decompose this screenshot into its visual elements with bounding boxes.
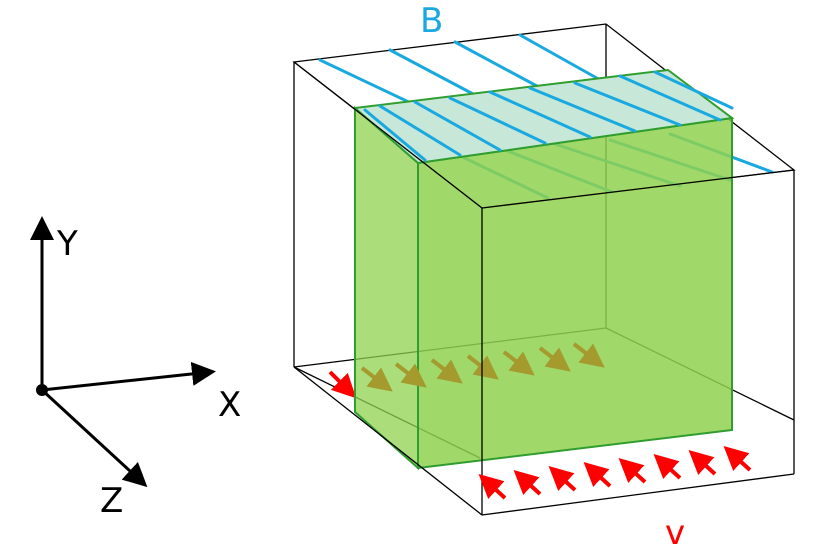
conducting-slab — [352, 68, 735, 471]
velocity-arrows-front — [478, 445, 752, 500]
velocity-arrows-through-slab — [360, 342, 605, 392]
coordinate-axes: Y X Z — [30, 216, 241, 521]
axes-origin — [36, 384, 48, 396]
box-front-edges — [293, 61, 795, 516]
y-axis-label: Y — [56, 224, 78, 264]
velocity-label: v — [665, 513, 685, 549]
velocity-arrows-back — [328, 370, 357, 399]
slab-top-field-lines — [363, 70, 734, 162]
slab-side-face — [354, 105, 419, 471]
field-label: B — [420, 1, 443, 41]
x-axis-arrow — [41, 361, 216, 392]
slab-front-face — [417, 116, 733, 470]
z-axis-label: Z — [100, 481, 123, 521]
z-axis-arrow — [40, 388, 148, 488]
x-axis-label: X — [218, 385, 241, 425]
